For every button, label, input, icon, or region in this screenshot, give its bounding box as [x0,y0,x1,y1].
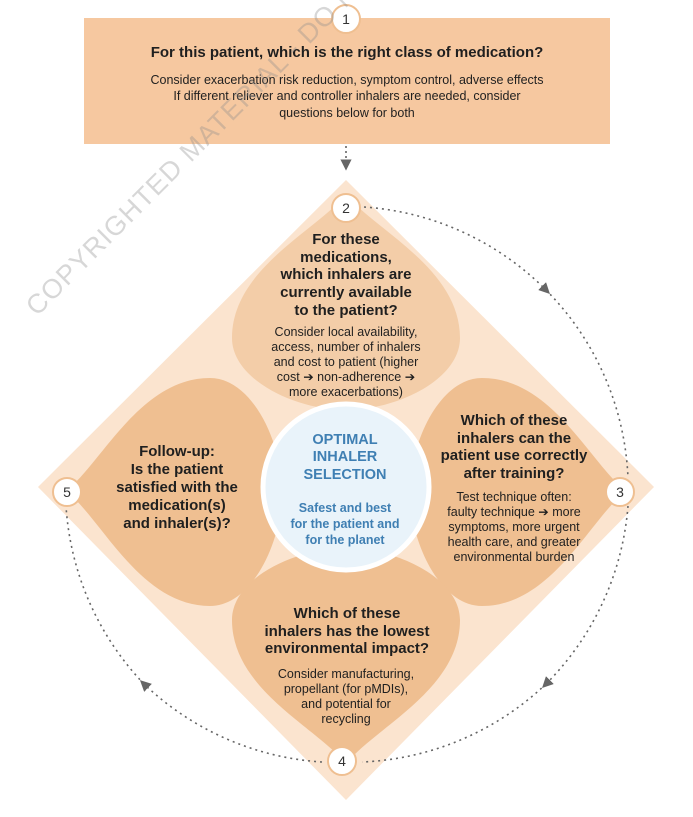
petal-step-2 [232,194,460,410]
cycle-arrow-3-4 [542,505,629,688]
center-sub-line: Safest and best [298,501,392,515]
step-3-title-line: inhalers can the [456,429,572,447]
petal-step-5 [66,378,282,606]
step-4-title: Which of these inhalers has the lowest e… [250,605,444,658]
center-circle [260,401,432,573]
step-1-box [84,18,610,144]
step-5-title-line: Follow-up: [139,443,215,460]
step-2-title-line: which inhalers are [280,266,412,284]
step-2-line: and cost to patient (higher [273,355,419,369]
step-2-line: access, number of inhalers [271,340,421,354]
step-2-title-line: medications, [300,248,392,266]
step-3-line: Test technique often: [456,490,572,504]
step-2-line: Consider local availability, [274,325,418,339]
step-3-title: Which of these inhalers can the patient … [426,412,602,483]
step-2-title-line: to the patient? [294,301,398,319]
step-3-line: symptoms, more urgent [448,520,580,534]
cycle-arrow-2-3b [545,289,629,479]
step-3-title-line: patient use correctly [440,447,588,465]
step-4-title-line: inhalers has the lowest [264,622,430,640]
center-sub-line: for the patient and [290,517,400,531]
step-3-line: environmental burden [453,550,575,564]
step-2-title-line: currently available [280,284,412,302]
cycle-arrow-2-3 [363,206,550,294]
step-4-number-badge: 4 [327,746,357,776]
cycle-arrow-4-5 [139,680,323,763]
step-1-line: questions below for both [279,105,415,120]
center-subtitle: Safest and best for the patient and for … [278,500,412,548]
cycle-arrow-3-4b [361,683,547,763]
step-2-title-line: For these [312,231,380,248]
step-5-title: Follow-up: Is the patient satisfied with… [96,443,258,533]
step-4-title-line: Which of these [293,605,401,622]
step-3-title-line: after training? [463,465,565,483]
step-5-title-line: Is the patient [130,461,224,478]
center-title-line: INHALER [312,449,378,466]
petal-step-4 [232,548,460,764]
petal-step-3 [410,378,626,606]
step-2-line: cost ➔ non-adherence ➔ [276,370,416,384]
step-4-line: recycling [321,712,371,726]
step-4-line: and potential for [301,697,391,711]
step-4-description: Consider manufacturing, propellant (for … [252,667,440,727]
step-4-line: Consider manufacturing, [277,667,415,681]
step-4-line: propellant (for pMDIs), [283,682,409,696]
step-1-line: If different reliever and controller inh… [173,89,521,104]
step-2-number-badge: 2 [331,193,361,223]
center-title-line: SELECTION [303,466,387,483]
step-2-description: Consider local availability, access, num… [252,325,440,400]
center-title-line: OPTIMAL [312,432,378,448]
center-sub-line: for the planet [305,533,385,547]
cycle-arrow-4-5b [65,505,145,685]
step-3-description: Test technique often: faulty technique ➔… [426,490,602,565]
center-title: OPTIMAL INHALER SELECTION [275,432,415,484]
step-5-title-line: medication(s) [128,497,226,514]
step-1-description: Consider exacerbation risk reduction, sy… [110,72,584,121]
step-3-line: faulty technique ➔ more [447,505,581,519]
step-5-title-line: and inhaler(s)? [123,515,231,532]
step-5-title-line: satisfied with the [116,479,238,496]
step-1-number-badge: 1 [331,4,361,34]
step-1-line: Consider exacerbation risk reduction, sy… [150,73,544,87]
step-2-title: For these medications, which inhalers ar… [262,231,430,319]
step-4-title-line: environmental impact? [264,640,430,658]
step-1-title: For this patient, which is the right cla… [150,44,544,61]
step-5-number-badge: 5 [52,477,82,507]
step-2-line: more exacerbations) [289,385,403,399]
step-3-line: health care, and greater [447,535,581,549]
step-3-title-line: Which of these [460,412,568,429]
step-3-number-badge: 3 [605,477,635,507]
